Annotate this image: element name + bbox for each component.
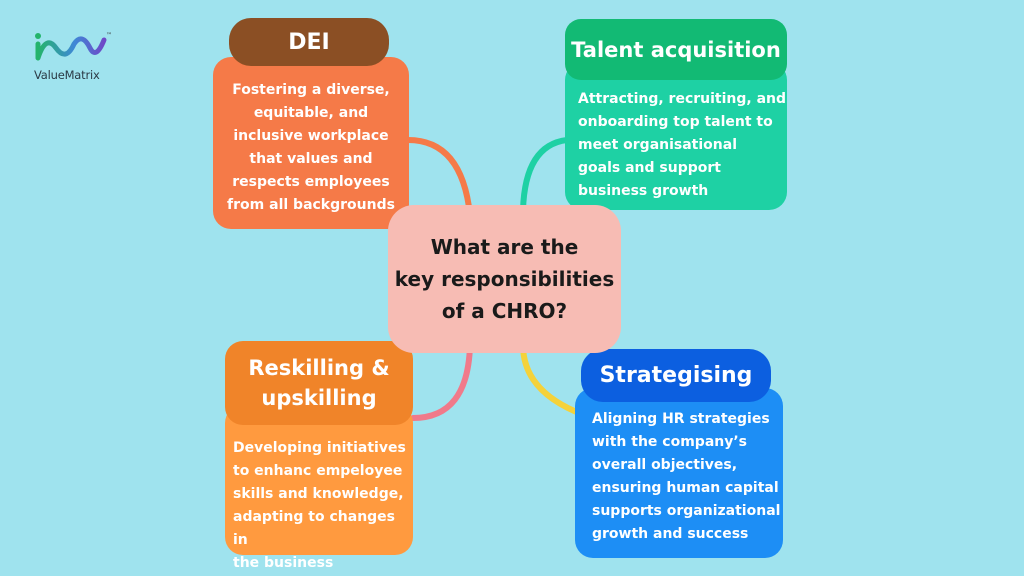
- reskilling-card: Developing initiatives to enhanc empeloy…: [225, 405, 413, 571]
- strategising-title: Strategising: [581, 349, 771, 402]
- trademark-symbol: ™: [106, 32, 112, 39]
- connector-reskilling: [410, 342, 473, 421]
- reskilling-title: Reskilling & upskilling: [225, 341, 413, 425]
- dei-title: DEI: [229, 18, 389, 66]
- connector-talent-acquisition: [520, 137, 570, 213]
- connector-dei: [405, 137, 473, 218]
- strategising-description: Aligning HR strategies with the company’…: [592, 411, 781, 542]
- dei-card: Fostering a diverse, equitable, and incl…: [213, 57, 409, 229]
- connector-strategising: [520, 342, 587, 418]
- brand-name: ValueMatrix: [34, 68, 100, 82]
- central-question: What are the key responsibilities of a C…: [388, 205, 621, 353]
- valuematrix-wave-icon: [35, 33, 107, 61]
- central-question-text: What are the key responsibilities of a C…: [394, 235, 615, 323]
- strategising-card: Aligning HR strategies with the company’…: [575, 388, 783, 558]
- valuematrix-logo: ™ ValueMatrix: [28, 30, 128, 86]
- talent-acquisition-title: Talent acquisition: [565, 19, 787, 80]
- reskilling-description: Developing initiatives to enhanc empeloy…: [233, 440, 406, 571]
- dei-description: Fostering a diverse, equitable, and incl…: [227, 82, 395, 213]
- talent-acquisition-card: Attracting, recruiting, and onboarding t…: [565, 62, 787, 210]
- talent-acquisition-description: Attracting, recruiting, and onboarding t…: [578, 91, 787, 199]
